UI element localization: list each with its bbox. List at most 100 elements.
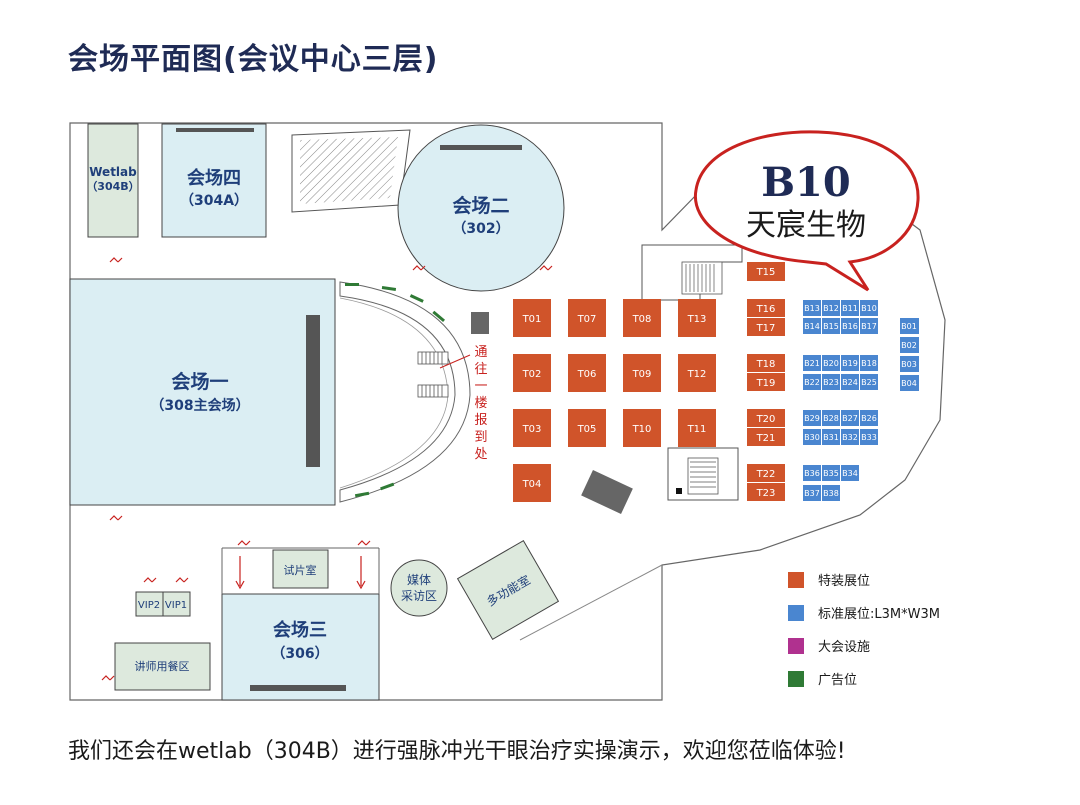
booth-B28[interactable]: B28: [822, 410, 840, 426]
booth-T15-label: T15: [756, 267, 776, 278]
booth-T07[interactable]: T07: [568, 299, 606, 337]
booth-T19-label: T19: [756, 378, 776, 389]
booth-B31-label: B31: [823, 433, 839, 442]
booth-B32[interactable]: B32: [841, 429, 859, 445]
sign-char-6: 到: [474, 430, 487, 445]
booth-T23[interactable]: T23: [747, 483, 785, 501]
stair-markers: [101, 257, 553, 681]
booth-T20[interactable]: T20: [747, 409, 785, 427]
booth-T03[interactable]: T03: [513, 409, 551, 447]
footer-note: 我们还会在wetlab（304B）进行强脉冲光干眼治疗实操演示，欢迎您莅临体验!: [68, 739, 846, 764]
booth-B17[interactable]: B17: [860, 318, 878, 334]
room-lecturer-dining[interactable]: 讲师用餐区: [114, 642, 211, 691]
sign-char-4: 楼: [474, 396, 487, 411]
booth-B22[interactable]: B22: [803, 374, 821, 390]
booth-T17[interactable]: T17: [747, 318, 785, 336]
legend-label-special: 特装展位: [818, 574, 870, 589]
booth-B04-label: B04: [901, 379, 917, 388]
booth-T10[interactable]: T10: [623, 409, 661, 447]
booth-B13-label: B13: [804, 304, 820, 313]
hall-3[interactable]: 会场三 （306）: [221, 593, 380, 701]
booth-B25-label: B25: [861, 378, 877, 387]
booth-B16[interactable]: B16: [841, 318, 859, 334]
booth-B01-label: B01: [901, 322, 917, 331]
booth-T05[interactable]: T05: [568, 409, 606, 447]
booth-T19[interactable]: T19: [747, 373, 785, 391]
room-multifunction[interactable]: 多功能室: [456, 540, 560, 640]
legend-swatch-ad: [788, 671, 804, 687]
booth-B35[interactable]: B35: [822, 465, 840, 481]
booth-B31[interactable]: B31: [822, 429, 840, 445]
sign-char-5: 报: [474, 413, 487, 428]
booth-B21[interactable]: B21: [803, 355, 821, 371]
sign-char-1: 通: [474, 345, 487, 360]
booth-B24-label: B24: [842, 378, 858, 387]
booth-B34[interactable]: B34: [841, 465, 859, 481]
booth-B02[interactable]: B02: [900, 337, 919, 353]
booth-B23[interactable]: B23: [822, 374, 840, 390]
hall-4[interactable]: 会场四 （304A）: [161, 123, 267, 238]
booth-B19-label: B19: [842, 359, 858, 368]
booth-B26[interactable]: B26: [860, 410, 878, 426]
booth-T04[interactable]: T04: [513, 464, 551, 502]
booth-B03-label: B03: [901, 360, 917, 369]
booth-T21[interactable]: T21: [747, 428, 785, 446]
booth-T11[interactable]: T11: [678, 409, 716, 447]
booth-T12-label: T12: [687, 369, 707, 380]
booth-B20-label: B20: [823, 359, 839, 368]
booth-B30[interactable]: B30: [803, 429, 821, 445]
b10-callout: B10 天宸生物: [693, 130, 920, 292]
legend-label-standard: 标准展位:L3M*W3M: [818, 607, 940, 622]
booth-B37[interactable]: B37: [803, 485, 821, 501]
booth-B18[interactable]: B18: [860, 355, 878, 371]
booth-B10[interactable]: B10: [860, 300, 878, 316]
hall1-room: （308主会场）: [150, 397, 249, 414]
booth-B27[interactable]: B27: [841, 410, 859, 426]
booth-B20[interactable]: B20: [822, 355, 840, 371]
signage-arrow: [439, 354, 471, 369]
hall-wetlab[interactable]: Wetlab （304B）: [86, 123, 140, 238]
booth-B25[interactable]: B25: [860, 374, 878, 390]
booth-B11-label: B11: [842, 304, 858, 313]
booth-B04[interactable]: B04: [900, 375, 919, 391]
booth-B19[interactable]: B19: [841, 355, 859, 371]
booth-B14[interactable]: B14: [803, 318, 821, 334]
booth-T06[interactable]: T06: [568, 354, 606, 392]
booth-T22[interactable]: T22: [747, 464, 785, 482]
booth-T09[interactable]: T09: [623, 354, 661, 392]
booth-B29[interactable]: B29: [803, 410, 821, 426]
booth-B24[interactable]: B24: [841, 374, 859, 390]
booth-B12[interactable]: B12: [822, 300, 840, 316]
booth-T18[interactable]: T18: [747, 354, 785, 372]
room-media[interactable]: 媒体 采访区: [390, 559, 448, 617]
booth-B03[interactable]: B03: [900, 356, 919, 372]
room-trial[interactable]: 试片室: [272, 549, 329, 589]
hall-1[interactable]: 会场一 （308主会场）: [69, 278, 336, 506]
room-vip1[interactable]: VIP1: [162, 591, 191, 617]
wetlab-name: Wetlab: [89, 165, 137, 179]
vip1-label: VIP1: [165, 600, 187, 611]
booth-T11-label: T11: [687, 424, 707, 435]
booth-T08[interactable]: T08: [623, 299, 661, 337]
booth-B11[interactable]: B11: [841, 300, 859, 316]
hatched-void-inner: [300, 137, 398, 204]
hall-2[interactable]: 会场二 （302）: [397, 124, 565, 292]
booth-B38[interactable]: B38: [822, 485, 840, 501]
booth-B33[interactable]: B33: [860, 429, 878, 445]
booth-T02[interactable]: T02: [513, 354, 551, 392]
booth-B15[interactable]: B15: [822, 318, 840, 334]
booth-B27-label: B27: [842, 414, 858, 423]
booth-T01[interactable]: T01: [513, 299, 551, 337]
booth-T13[interactable]: T13: [678, 299, 716, 337]
booth-T15[interactable]: T15: [747, 262, 785, 281]
legend-item-ad: 广告位: [788, 671, 857, 688]
booth-B36[interactable]: B36: [803, 465, 821, 481]
booth-B13[interactable]: B13: [803, 300, 821, 316]
curved-corridor: [339, 281, 471, 503]
trial-label: 试片室: [284, 563, 317, 577]
legend-swatch-special: [788, 572, 804, 588]
booth-T12[interactable]: T12: [678, 354, 716, 392]
room-vip2[interactable]: VIP2: [135, 591, 164, 617]
booth-T16[interactable]: T16: [747, 299, 785, 317]
booth-B01[interactable]: B01: [900, 318, 919, 334]
